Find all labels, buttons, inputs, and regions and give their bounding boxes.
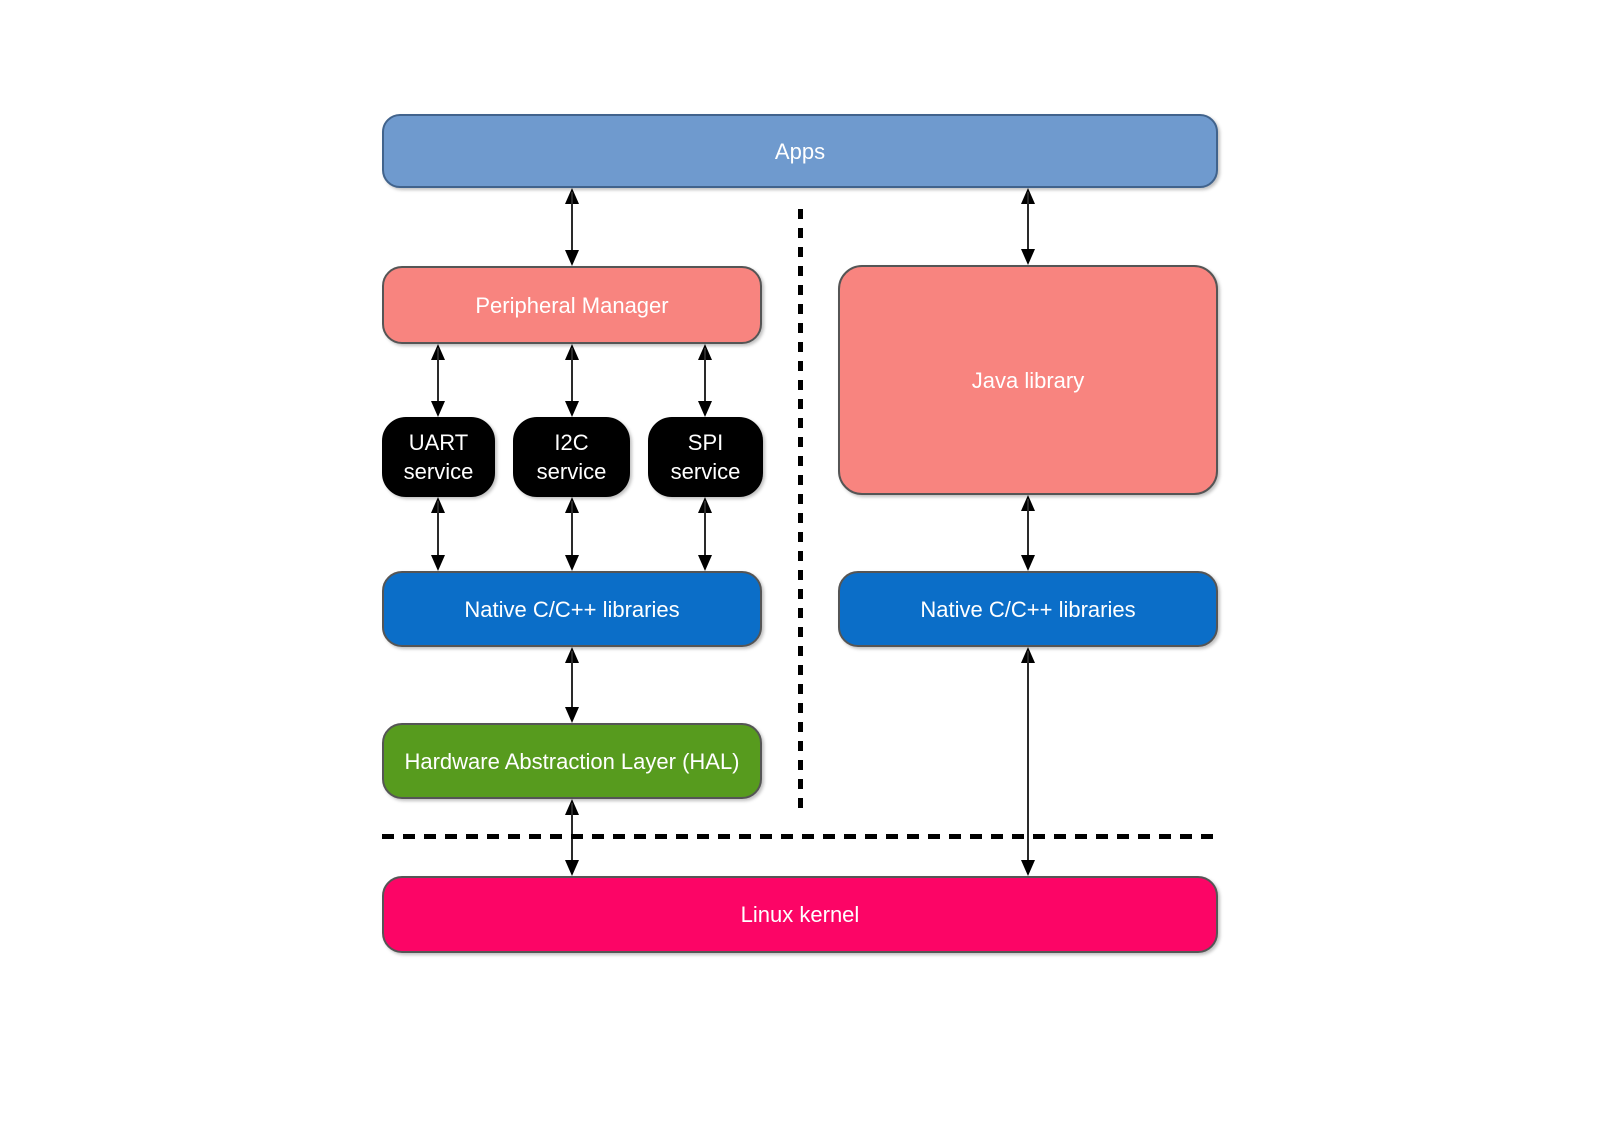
arrowhead-down-icon [1021, 860, 1035, 876]
arrow-peripheral-i2c [565, 344, 579, 417]
arrow-uart-native-left [431, 497, 445, 571]
dashed-divider-horizontal [382, 834, 1213, 839]
node-native-libraries-left-label: Native C/C++ libraries [464, 596, 680, 622]
node-i2c-service: I2C service [513, 417, 630, 497]
arrowhead-down-icon [698, 555, 712, 571]
node-native-libraries-right: Native C/C++ libraries [838, 571, 1218, 647]
node-linux-kernel-label: Linux kernel [740, 902, 860, 927]
arrow-peripheral-uart [431, 344, 445, 417]
node-uart-service-label: UART service [403, 430, 474, 484]
arrow-native-right-linux-kernel [1021, 647, 1035, 876]
node-hal-label: Hardware Abstraction Layer (HAL) [404, 748, 740, 774]
arrow-java-native-right [1021, 495, 1035, 571]
node-linux-kernel: Linux kernel [382, 876, 1218, 953]
arrow-peripheral-spi [698, 344, 712, 417]
node-uart-service: UART service [382, 417, 495, 497]
dashed-divider-vertical [798, 209, 803, 809]
arrowhead-down-icon [565, 401, 579, 417]
node-spi-service-label: SPI service [670, 430, 741, 484]
arrowhead-down-icon [698, 401, 712, 417]
arrowhead-down-icon [565, 860, 579, 876]
node-hal: Hardware Abstraction Layer (HAL) [382, 723, 762, 799]
node-apps: Apps [382, 114, 1218, 188]
arrow-i2c-native-left [565, 497, 579, 571]
node-java-library: Java library [838, 265, 1218, 495]
arrowhead-down-icon [565, 555, 579, 571]
node-i2c-service-label: I2C service [536, 430, 607, 484]
arrow-native-left-hal [565, 647, 579, 723]
node-spi-service: SPI service [648, 417, 763, 497]
arrow-apps-peripheral-manager [565, 188, 579, 266]
node-native-libraries-left: Native C/C++ libraries [382, 571, 762, 647]
arrowhead-down-icon [431, 401, 445, 417]
arrow-spi-native-left [698, 497, 712, 571]
node-apps-label: Apps [774, 138, 826, 164]
arrowhead-down-icon [565, 707, 579, 723]
node-native-libraries-right-label: Native C/C++ libraries [920, 596, 1136, 622]
node-java-library-label: Java library [971, 367, 1085, 393]
node-peripheral-manager: Peripheral Manager [382, 266, 762, 344]
arrowhead-down-icon [565, 250, 579, 266]
arrowhead-down-icon [431, 555, 445, 571]
arrowhead-down-icon [1021, 555, 1035, 571]
arrow-apps-java-library [1021, 188, 1035, 265]
node-peripheral-manager-label: Peripheral Manager [475, 292, 669, 318]
arrowhead-down-icon [1021, 249, 1035, 265]
